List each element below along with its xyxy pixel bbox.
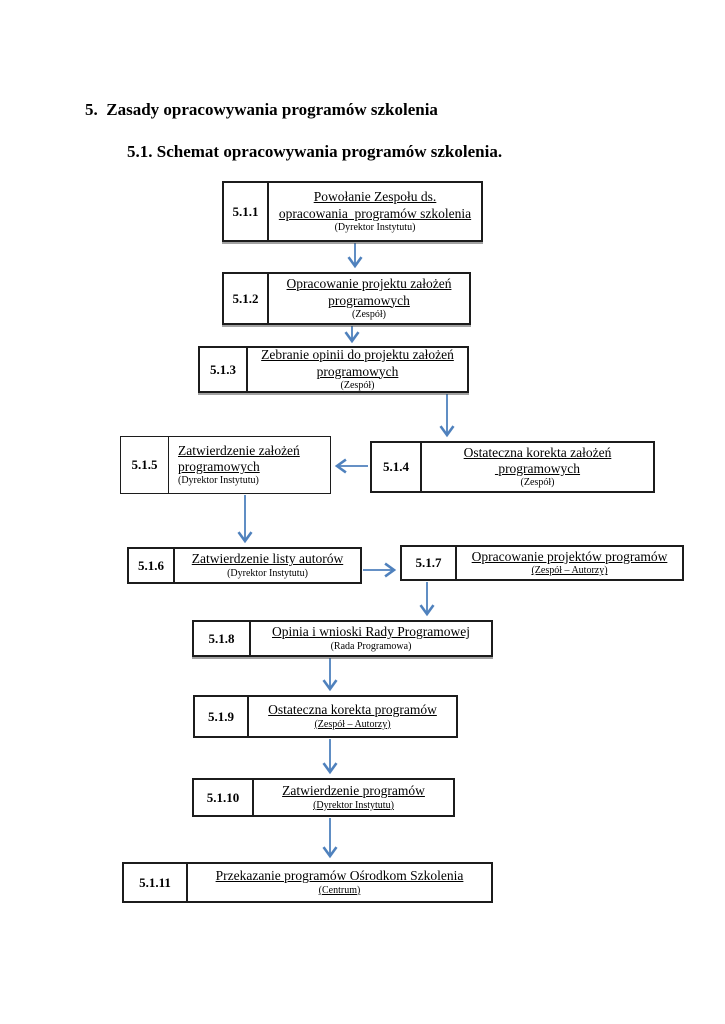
flow-node-5-1-11: 5.1.11 Przekazanie programów Ośrodkom Sz… (122, 862, 493, 903)
node-title: Zatwierdzenie założeń programowych (178, 442, 300, 474)
flow-node-5-1-5: 5.1.5 Zatwierdzenie założeń programowych… (120, 436, 331, 494)
node-number: 5.1.9 (195, 697, 249, 736)
node-number: 5.1.4 (372, 443, 422, 491)
node-title: Ostateczna korekta programów (268, 702, 437, 718)
node-title: Opracowanie projektu założeń programowyc… (286, 276, 452, 308)
node-number: 5.1.7 (402, 547, 457, 579)
node-title: Zebranie opinii do projektu założeń prog… (261, 347, 454, 379)
node-subtitle: (Dyrektor Instytutu) (334, 221, 416, 233)
node-body: Zatwierdzenie listy autorów (Dyrektor In… (175, 549, 360, 582)
node-body: Zatwierdzenie programów (Dyrektor Instyt… (254, 780, 453, 815)
node-title: Opinia i wnioski Rady Programowej (272, 624, 470, 640)
flow-node-5-1-3: 5.1.3 Zebranie opinii do projektu założe… (198, 346, 469, 393)
node-number: 5.1.1 (224, 183, 269, 240)
node-subtitle: (Dyrektor Instytutu) (313, 799, 394, 811)
node-number: 5.1.6 (129, 549, 175, 582)
flow-node-5-1-2: 5.1.2 Opracowanie projektu założeń progr… (222, 272, 471, 325)
node-body: Przekazanie programów Ośrodkom Szkolenia… (188, 864, 491, 901)
node-body: Ostateczna korekta założeń programowych … (422, 443, 653, 491)
node-body: Opracowanie projektu założeń programowyc… (269, 274, 469, 323)
node-body: Opracowanie projektów programów (Zespół … (457, 547, 682, 579)
node-subtitle: (Zespół) (520, 477, 555, 489)
node-title: Powołanie Zespołu ds. opracowania progra… (278, 189, 472, 221)
flow-node-5-1-6: 5.1.6 Zatwierdzenie listy autorów (Dyrek… (127, 547, 362, 584)
subsection-heading: 5.1. Schemat opracowywania programów szk… (127, 142, 503, 161)
flow-node-5-1-8: 5.1.8 Opinia i wnioski Rady Programowej … (192, 620, 493, 657)
node-number: 5.1.5 (121, 437, 169, 493)
node-title: Przekazanie programów Ośrodkom Szkolenia (215, 868, 464, 884)
node-number: 5.1.10 (194, 780, 254, 815)
flow-node-5-1-9: 5.1.9 Ostateczna korekta programów (Zesp… (193, 695, 458, 738)
node-number: 5.1.11 (124, 864, 188, 901)
node-subtitle: (Zespół) (352, 308, 386, 320)
node-title: Zatwierdzenie listy autorów (191, 551, 344, 567)
node-subtitle: (Rada Programowa) (330, 640, 412, 652)
node-body: Opinia i wnioski Rady Programowej (Rada … (251, 622, 491, 655)
flow-node-5-1-4: 5.1.4 Ostateczna korekta założeń program… (370, 441, 655, 493)
flow-node-5-1-7: 5.1.7 Opracowanie projektów programów (Z… (400, 545, 684, 581)
node-body: Powołanie Zespołu ds. opracowania progra… (269, 183, 481, 240)
node-body: Zatwierdzenie założeń programowych (Dyre… (169, 437, 330, 493)
node-number: 5.1.8 (194, 622, 251, 655)
node-subtitle: (Dyrektor Instytutu) (227, 567, 308, 579)
node-body: Ostateczna korekta programów (Zespół – A… (249, 697, 456, 736)
node-title: Zatwierdzenie programów (282, 783, 425, 799)
node-subtitle: (Zespół – Autorzy) (314, 718, 391, 730)
node-number: 5.1.3 (200, 348, 248, 391)
node-number: 5.1.2 (224, 274, 269, 323)
node-subtitle: (Zespół) (340, 379, 375, 391)
node-subtitle: (Zespół – Autorzy) (531, 565, 608, 577)
flow-node-5-1-1: 5.1.1 Powołanie Zespołu ds. opracowania … (222, 181, 483, 242)
node-subtitle: (Centrum) (318, 884, 361, 896)
section-heading: 5. Zasady opracowywania programów szkole… (85, 100, 438, 119)
node-body: Zebranie opinii do projektu założeń prog… (248, 347, 467, 391)
flow-node-5-1-10: 5.1.10 Zatwierdzenie programów (Dyrektor… (192, 778, 455, 817)
node-title: Ostateczna korekta założeń programowych (463, 444, 612, 476)
node-subtitle: (Dyrektor Instytutu) (178, 475, 259, 487)
node-title: Opracowanie projektów programów (471, 548, 668, 564)
